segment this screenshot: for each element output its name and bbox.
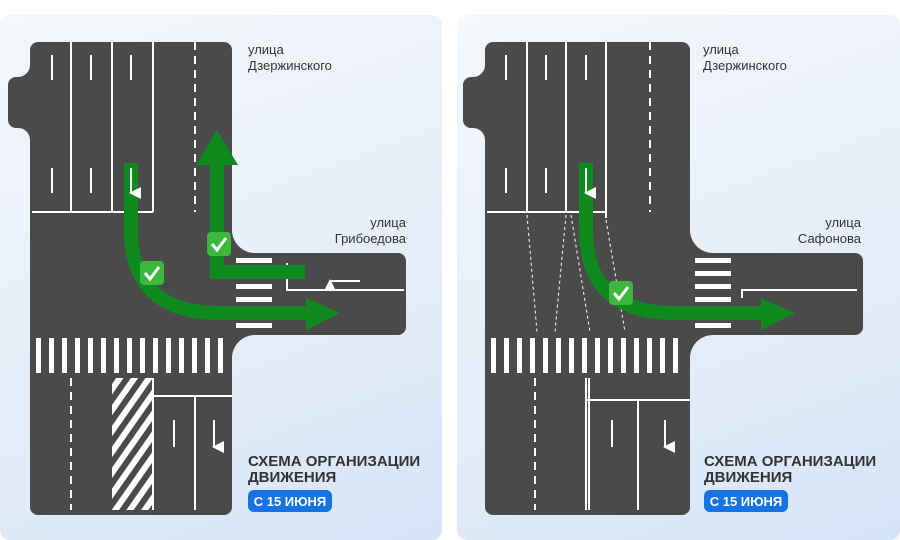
check-icon xyxy=(140,261,164,285)
street-label: Грибоедова xyxy=(335,231,407,246)
street-label: улица xyxy=(248,42,285,57)
scheme-title: СХЕМА ОРГАНИЗАЦИИ xyxy=(248,453,420,470)
street-label: Дзержинского xyxy=(703,58,787,73)
street-label: Дзержинского xyxy=(248,58,332,73)
check-icon xyxy=(207,232,231,256)
left-lane-markings xyxy=(32,42,404,510)
date-badge xyxy=(248,490,332,512)
right-road xyxy=(463,42,863,515)
street-label: улица xyxy=(825,215,862,230)
left-arrowheads xyxy=(196,130,340,330)
left-road xyxy=(8,42,406,515)
right-route-arrow xyxy=(579,163,765,320)
street-label: улица xyxy=(703,42,740,57)
street-label: Сафонова xyxy=(798,231,862,246)
left-hatched-zone xyxy=(112,378,152,510)
right-crosswalk-bottom xyxy=(491,338,678,373)
scheme-title: ДВИЖЕНИЯ xyxy=(704,469,792,486)
scheme-title: ДВИЖЕНИЯ xyxy=(248,469,336,486)
scheme-title: СХЕМА ОРГАНИЗАЦИИ xyxy=(704,453,876,470)
check-icon xyxy=(609,281,633,305)
right-lane-markings xyxy=(487,42,857,510)
date-badge-label: С 15 ИЮНЯ xyxy=(710,494,783,509)
right-arrowhead xyxy=(761,298,795,330)
left-route-arrows xyxy=(124,160,310,320)
street-label: улица xyxy=(370,215,407,230)
left-crosswalk-bottom xyxy=(36,338,223,373)
date-badge-label: С 15 ИЮНЯ xyxy=(254,494,327,509)
date-badge xyxy=(704,490,788,512)
